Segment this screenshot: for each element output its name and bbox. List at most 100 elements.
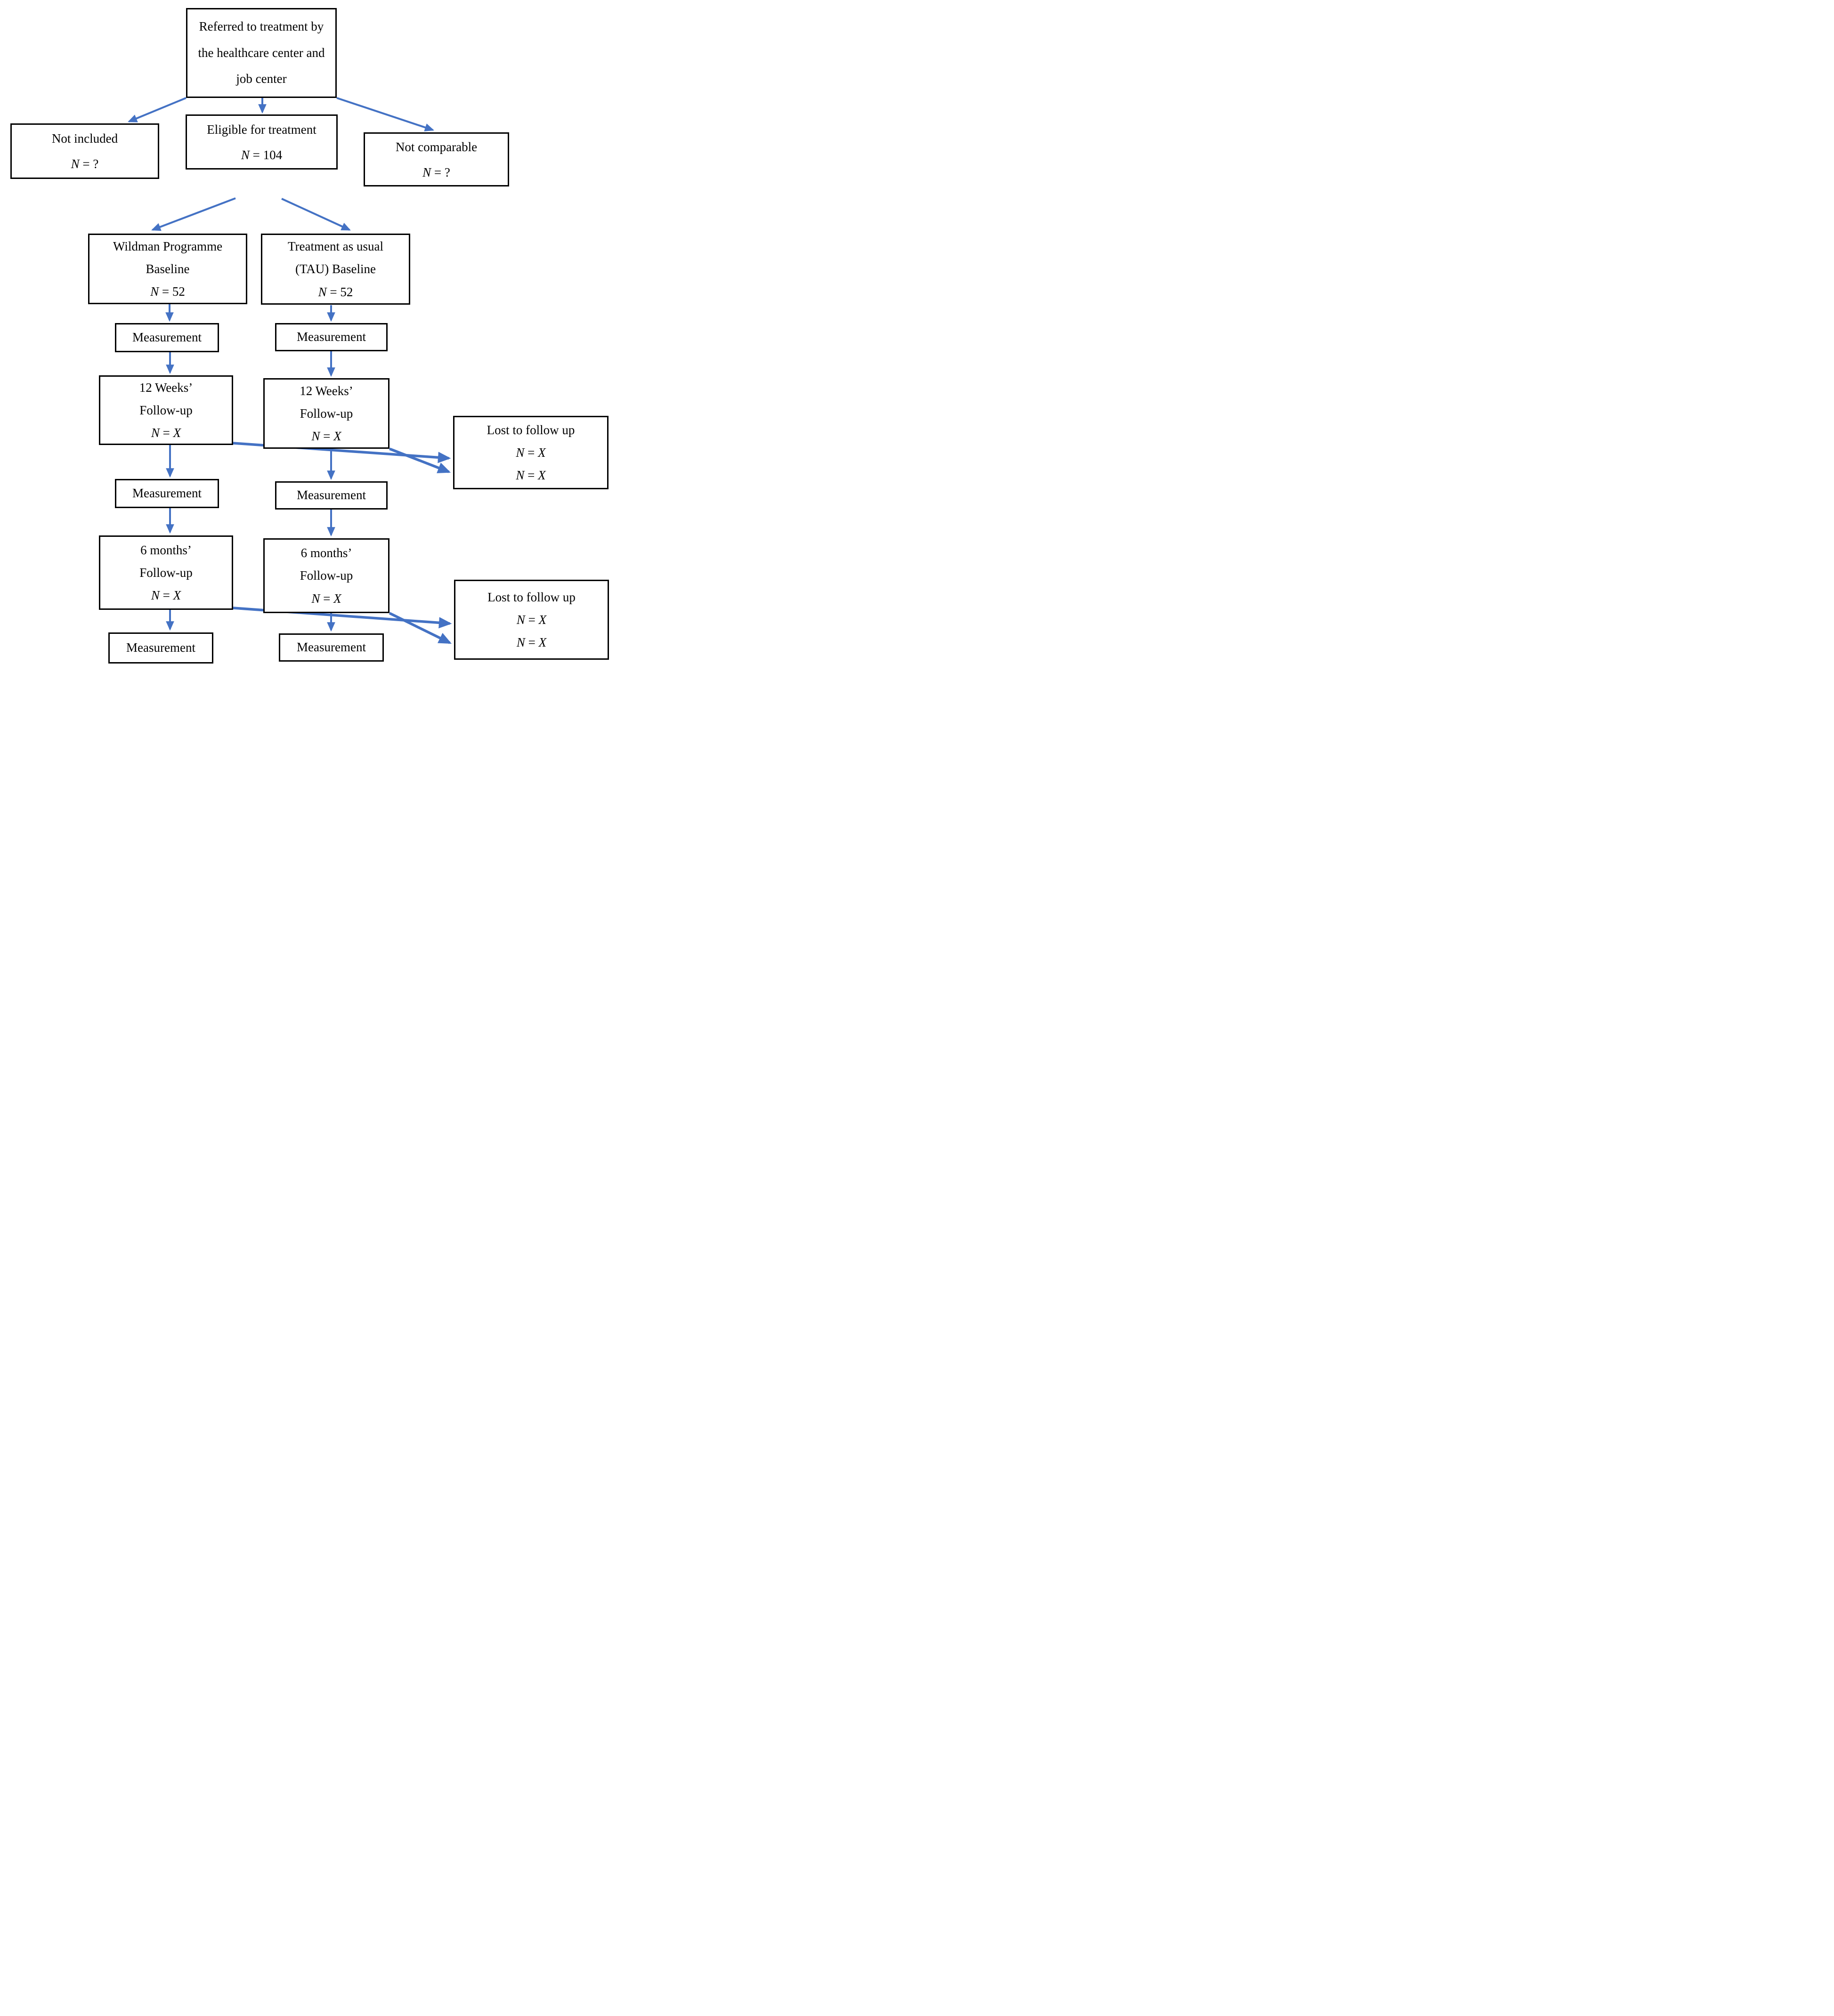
box-title: Measurement bbox=[297, 488, 366, 502]
box-line: job center bbox=[236, 72, 287, 86]
box-wildman-programme-baseline: Wildman Programme Baseline N = 52 bbox=[88, 234, 247, 304]
box-measurement-tau-6m: Measurement bbox=[279, 633, 384, 662]
n-line: N = 52 bbox=[318, 281, 353, 303]
n-symbol: N bbox=[241, 147, 250, 162]
equals: = bbox=[159, 588, 173, 603]
n-line: N = X bbox=[151, 584, 181, 607]
n-value: ? bbox=[444, 165, 450, 179]
equals: = bbox=[525, 612, 539, 627]
n-symbol: N bbox=[150, 284, 159, 299]
equals: = bbox=[320, 591, 334, 606]
box-measurement-tau-baseline: Measurement bbox=[275, 323, 388, 351]
box-line: 6 months’ bbox=[140, 542, 192, 557]
n-symbol: N bbox=[151, 426, 160, 440]
box-title: Measurement bbox=[126, 640, 195, 655]
box-line: Follow-up bbox=[139, 565, 193, 580]
box-line: 12 Weeks’ bbox=[139, 380, 193, 395]
equals: = bbox=[320, 429, 334, 444]
n-symbol: N bbox=[71, 157, 80, 171]
box-12-weeks-followup-wildman: 12 Weeks’ Follow-up N = X bbox=[99, 375, 233, 445]
box-line: Referred to treatment by bbox=[199, 19, 324, 34]
n-line: N = X bbox=[311, 587, 341, 610]
equals: = bbox=[159, 426, 173, 440]
box-measurement-wildman-baseline: Measurement bbox=[115, 323, 219, 352]
box-line: the healthcare center and bbox=[198, 45, 325, 60]
box-line: Baseline bbox=[146, 261, 190, 276]
n-symbol: N bbox=[311, 429, 320, 444]
box-title: Lost to follow up bbox=[487, 590, 576, 604]
box-line: 12 Weeks’ bbox=[300, 383, 353, 398]
box-measurement-wildman-6m: Measurement bbox=[108, 632, 213, 664]
box-12-weeks-followup-tau: 12 Weeks’ Follow-up N = X bbox=[263, 378, 390, 449]
box-not-included: Not included N = ? bbox=[10, 123, 159, 179]
box-lost-to-followup-12w: Lost to follow up N = X N = X bbox=[453, 416, 609, 489]
box-title: Measurement bbox=[297, 330, 366, 344]
box-title: Eligible for treatment bbox=[207, 122, 316, 137]
n-symbol: N bbox=[151, 588, 160, 603]
box-line: Follow-up bbox=[139, 403, 193, 417]
n-value: X bbox=[333, 591, 341, 606]
box-measurement-wildman-12w: Measurement bbox=[115, 479, 219, 508]
n-value: X bbox=[333, 429, 341, 444]
box-title: Not comparable bbox=[395, 139, 478, 154]
n-line: N = X bbox=[516, 464, 545, 486]
n-value: X bbox=[538, 612, 547, 627]
box-line: Treatment as usual bbox=[288, 239, 383, 254]
equals: = bbox=[79, 157, 93, 171]
n-symbol: N bbox=[516, 635, 525, 650]
equals: = bbox=[524, 468, 538, 483]
box-lost-to-followup-6m: Lost to follow up N = X N = X bbox=[454, 580, 609, 660]
box-title: Measurement bbox=[297, 640, 366, 655]
arrows-layer bbox=[128, 97, 452, 644]
n-value: X bbox=[173, 426, 181, 440]
arrow-6m-tau-to-lost bbox=[389, 612, 452, 644]
arrow-eligible-to-wildman bbox=[151, 197, 236, 231]
n-line: N = 52 bbox=[150, 280, 185, 303]
n-symbol: N bbox=[318, 284, 327, 299]
box-title: Lost to follow up bbox=[487, 422, 575, 437]
n-line: N = ? bbox=[422, 160, 450, 185]
box-line: 6 months’ bbox=[300, 546, 352, 560]
n-symbol: N bbox=[311, 591, 320, 606]
box-6-months-followup-wildman: 6 months’ Follow-up N = X bbox=[99, 535, 233, 610]
n-value: 52 bbox=[172, 284, 185, 299]
box-line: Follow-up bbox=[300, 568, 353, 583]
n-symbol: N bbox=[516, 445, 525, 460]
box-measurement-tau-12w: Measurement bbox=[275, 481, 388, 510]
box-title: Measurement bbox=[132, 330, 202, 345]
equals: = bbox=[326, 284, 341, 299]
arrow-eligible-to-tau bbox=[281, 198, 351, 231]
box-eligible-for-treatment: Eligible for treatment N = 104 bbox=[186, 114, 338, 170]
n-line: N = ? bbox=[71, 151, 99, 177]
box-title: Not included bbox=[51, 131, 118, 146]
equals: = bbox=[524, 445, 538, 460]
n-value: X bbox=[538, 468, 546, 483]
n-line: N = X bbox=[311, 425, 341, 447]
n-line: N = X bbox=[517, 631, 546, 654]
arrow-referred-to-not-included bbox=[128, 97, 187, 122]
arrow-referred-to-not-comparable bbox=[336, 97, 435, 132]
n-value: ? bbox=[93, 157, 99, 171]
n-line: N = X bbox=[517, 608, 546, 631]
box-line: Wildman Programme bbox=[113, 239, 223, 253]
box-tau-baseline: Treatment as usual (TAU) Baseline N = 52 bbox=[261, 234, 410, 305]
equals: = bbox=[159, 284, 172, 299]
arrow-12w-tau-to-lost bbox=[389, 447, 451, 473]
n-symbol: N bbox=[422, 165, 431, 179]
box-line: Follow-up bbox=[300, 406, 353, 421]
n-value: X bbox=[538, 635, 547, 650]
n-line: N = X bbox=[151, 421, 181, 444]
box-title: Measurement bbox=[132, 486, 202, 501]
n-line: N = 104 bbox=[241, 142, 282, 168]
box-not-comparable: Not comparable N = ? bbox=[364, 132, 509, 186]
n-value: X bbox=[173, 588, 181, 603]
n-symbol: N bbox=[516, 468, 525, 483]
box-line: (TAU) Baseline bbox=[295, 262, 376, 276]
study-flow-diagram: Referred to treatment by the healthcare … bbox=[0, 0, 611, 672]
n-value: X bbox=[538, 445, 546, 460]
box-referred-to-treatment: Referred to treatment by the healthcare … bbox=[186, 8, 337, 98]
n-symbol: N bbox=[516, 612, 525, 627]
equals: = bbox=[431, 165, 445, 179]
box-6-months-followup-tau: 6 months’ Follow-up N = X bbox=[263, 538, 390, 613]
n-line: N = X bbox=[516, 441, 545, 464]
